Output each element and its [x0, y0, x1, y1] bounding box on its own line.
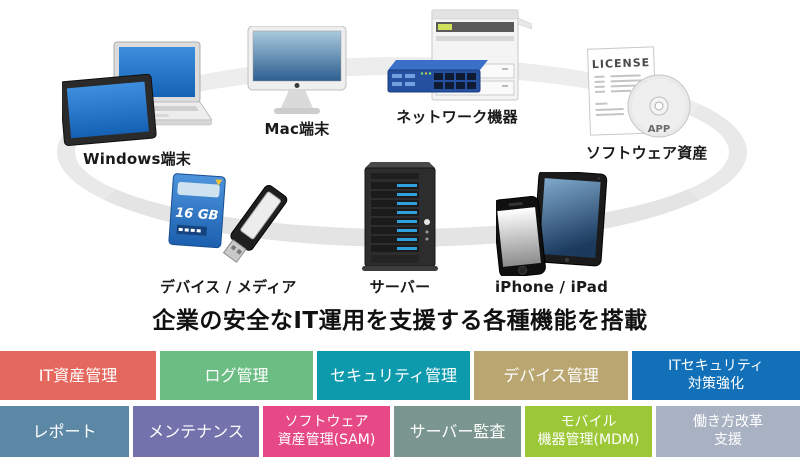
feature-label: 働き方改革 支援 — [693, 414, 763, 448]
device-mac: Mac端末 — [246, 26, 348, 139]
network-switch-icon — [387, 60, 488, 93]
feature-label: セキュリティ管理 — [329, 365, 458, 385]
feature-box-it-security: ITセキュリティ 対策強化 — [632, 351, 800, 400]
usb-stick-icon — [222, 185, 287, 263]
device-media: 16 GB デバイス / メディア — [160, 172, 297, 297]
feature-box-report: レポート — [0, 406, 129, 457]
feature-label: ログ管理 — [204, 365, 269, 385]
server-tower-icon — [362, 162, 438, 271]
device-network: ネットワーク機器 — [382, 8, 532, 127]
feature-box-it-asset: IT資産管理 — [0, 351, 156, 400]
iphone-icon — [495, 195, 546, 276]
feature-box-mdm: モバイル 機器管理(MDM) — [525, 406, 652, 457]
feature-box-sam: ソフトウェア 資産管理(SAM) — [263, 406, 390, 457]
sd-card-icon: 16 GB — [167, 173, 226, 249]
feature-label: モバイル 機器管理(MDM) — [537, 414, 640, 448]
device-server: サーバー — [360, 160, 440, 297]
device-label-software: ソフトウェア資産 — [586, 144, 708, 162]
sd-card-and-usb-icon: 16 GB — [167, 173, 287, 263]
feature-box-maintenance: メンテナンス — [133, 406, 259, 457]
tablet-monitor-icon — [62, 73, 157, 146]
device-label-windows: Windows端末 — [83, 150, 191, 168]
page-title: 企業の安全なIT運用を支援する各種機能を搭載 — [152, 308, 648, 334]
ipad-icon — [532, 172, 607, 267]
device-label-iphone-ipad: iPhone / iPad — [494, 278, 609, 296]
network-switch-and-printer-icon — [387, 9, 532, 101]
imac-icon — [247, 26, 347, 114]
feature-label: ソフトウェア 資産管理(SAM) — [277, 414, 376, 448]
device-windows: Windows端末 — [52, 40, 222, 169]
device-label-server: サーバー — [369, 278, 431, 296]
device-label-media: デバイス / メディア — [160, 278, 297, 296]
feature-label: デバイス管理 — [503, 365, 599, 385]
device-label-mac: Mac端末 — [264, 120, 330, 138]
sd-capacity-label: 16 GB — [174, 206, 218, 224]
laptop-and-tablet-icon — [62, 41, 212, 146]
device-software: LICENSE APP ソフトウェア資産 — [586, 46, 708, 163]
feature-label: ITセキュリティ 対策強化 — [668, 358, 764, 392]
device-iphone-ipad: iPhone / iPad — [494, 172, 609, 296]
feature-box-security: セキュリティ管理 — [317, 351, 470, 400]
feature-box-device: デバイス管理 — [474, 351, 628, 400]
feature-label: メンテナンス — [148, 421, 244, 441]
feature-label: IT資産管理 — [38, 365, 118, 385]
license-document-and-disc-icon: LICENSE APP — [587, 46, 691, 138]
app-disc-icon: APP — [627, 74, 691, 138]
feature-box-log: ログ管理 — [160, 351, 313, 400]
feature-label: レポート — [32, 421, 97, 441]
feature-box-workstyle: 働き方改革 支援 — [656, 406, 800, 457]
iphone-and-ipad-icon — [495, 172, 607, 276]
feature-box-server-audit: サーバー監査 — [394, 406, 521, 457]
disc-label: APP — [648, 124, 670, 135]
device-label-network: ネットワーク機器 — [396, 108, 518, 126]
feature-label: サーバー監査 — [409, 421, 506, 441]
license-title: LICENSE — [592, 56, 651, 71]
